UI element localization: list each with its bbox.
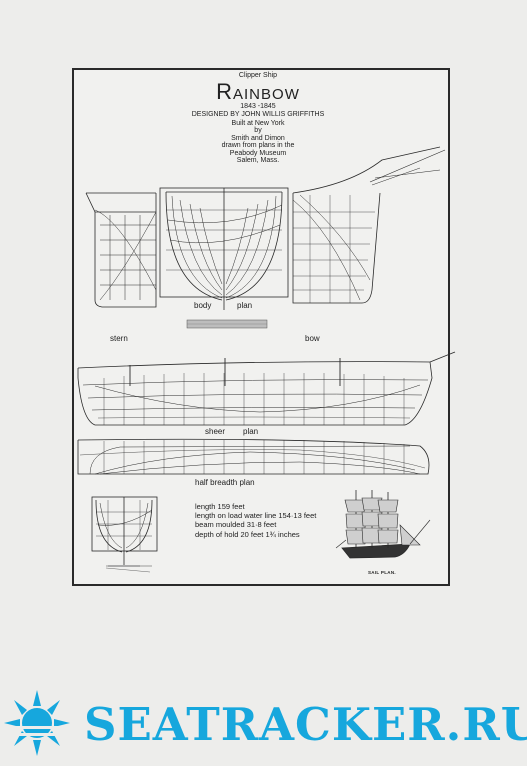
scale-bar <box>186 319 268 329</box>
ship-years: 1843 -1845 <box>240 103 276 111</box>
location-line: Salem, Mass. <box>236 156 280 164</box>
source-line-2: Peabody Museum <box>229 149 287 157</box>
spec-length: length 159 feet <box>195 502 245 511</box>
small-body-plan-drawing <box>91 496 158 567</box>
spec-depth: depth of hold 20 feet 1¾ inches <box>195 529 300 539</box>
sheer-plan-label: plan <box>243 427 259 436</box>
ship-type: Clipper Ship <box>238 72 278 79</box>
bow-profile-drawing <box>292 146 446 304</box>
body-plan-drawing <box>159 187 289 310</box>
designer-line: DESIGNED BY JOHN WILLIS GRIFFITHS <box>191 110 325 118</box>
body-label: body <box>194 301 212 310</box>
built-line: Built at New York <box>231 120 285 128</box>
builders-line: Smith and Dimon <box>231 134 285 142</box>
specifications: length 159 feet length on load water lin… <box>195 502 316 539</box>
spec-load-water-line: length on load water line 154·13 feet <box>195 511 317 521</box>
sail-plan-label: SAIL PLAN. <box>368 570 396 575</box>
sail-plan-drawing <box>335 490 431 559</box>
ship-name: Rainbow <box>216 79 300 105</box>
half-breadth-label: half breadth plan <box>195 478 255 487</box>
small-scale-bar <box>105 565 152 573</box>
stern-profile-drawing <box>85 192 157 308</box>
body-plan-label: plan <box>237 301 253 310</box>
spec-beam: beam moulded 31·8 feet <box>195 520 277 530</box>
by-line: by <box>254 127 262 135</box>
watermark-text: SEATRACKER.RU <box>84 698 527 751</box>
sheer-label: sheer <box>205 427 226 436</box>
sheer-plan-drawing <box>77 351 456 426</box>
seatracker-sun-logo <box>4 690 70 756</box>
stern-label: stern <box>110 334 128 343</box>
half-breadth-plan-drawing <box>77 438 430 475</box>
bow-label: bow <box>305 334 320 343</box>
source-line-1: drawn from plans in the <box>221 142 295 150</box>
title-block: Clipper Ship Rainbow 1843 -1845 DESIGNED… <box>183 72 333 164</box>
